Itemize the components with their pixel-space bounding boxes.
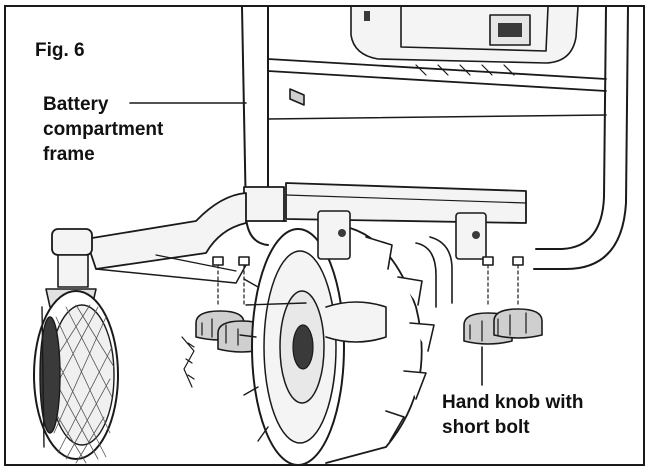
front-arm xyxy=(45,192,247,308)
battery-frame-callout: Battery compartment frame xyxy=(43,92,163,167)
figure-frame: Fig. 6 Battery compartment frame Hand kn… xyxy=(4,5,645,466)
hand-knob-callout: Hand knob with short bolt xyxy=(442,390,583,440)
battery-box xyxy=(350,7,579,76)
battery-frame-callout-line-3: frame xyxy=(43,144,95,165)
tiller-diagram xyxy=(33,7,629,464)
figure-number: Fig. 6 xyxy=(35,40,85,61)
leader-lines xyxy=(129,102,483,386)
battery-frame-callout-line-2: compartment xyxy=(43,119,164,140)
axle xyxy=(181,301,387,388)
front-wheel xyxy=(33,290,119,464)
battery-frame-callout-line-1: Battery xyxy=(43,94,109,115)
right-knob-assembly xyxy=(463,256,543,345)
tiller-wheel xyxy=(239,224,435,464)
hand-knob-callout-line-2: short bolt xyxy=(442,417,530,438)
right-lower-tube xyxy=(415,236,453,308)
hand-knob-callout-line-1: Hand knob with xyxy=(442,392,584,413)
frame-clamps xyxy=(317,210,487,260)
